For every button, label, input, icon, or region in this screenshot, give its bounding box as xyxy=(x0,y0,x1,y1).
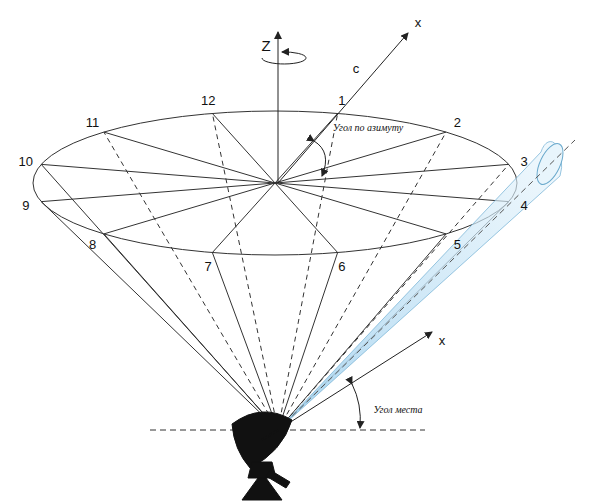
callout-number: 7 xyxy=(205,260,212,273)
callout-number: 2 xyxy=(454,116,461,129)
cone-line xyxy=(212,113,337,252)
angle-label: Угол места xyxy=(372,405,423,415)
callout-number: 9 xyxy=(22,199,29,212)
callout-number: 10 xyxy=(19,154,33,167)
callout-number: 4 xyxy=(521,199,528,212)
cone-line xyxy=(104,132,278,430)
cone-line xyxy=(278,234,446,430)
callout-number: 5 xyxy=(454,237,461,250)
angle-label: Угол по азимуту xyxy=(332,123,404,133)
cone-line xyxy=(41,164,278,430)
axis-label: Z xyxy=(261,38,270,53)
axis-label: c xyxy=(353,62,360,75)
callout-number: 11 xyxy=(86,116,100,129)
cone-line xyxy=(212,113,278,430)
callout-number: 8 xyxy=(89,237,96,250)
callout-number: 12 xyxy=(201,93,215,106)
cone-line xyxy=(41,202,278,430)
callout-number: 3 xyxy=(521,154,528,167)
axis-label: x xyxy=(439,334,446,347)
axis-label: x xyxy=(415,16,422,29)
cone-line xyxy=(212,253,278,430)
cone-line xyxy=(278,164,509,430)
cone-line xyxy=(212,113,337,252)
callout-number: 1 xyxy=(338,93,345,106)
callout-number: 6 xyxy=(338,260,345,273)
